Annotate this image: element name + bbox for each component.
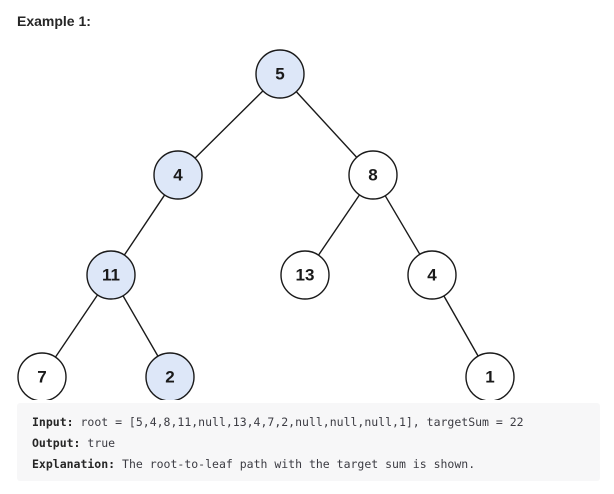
binary-tree-diagram: 5 4 8 11 13 4 7 2 1	[17, 49, 515, 400]
tree-nodes: 5 4 8 11 13 4 7 2 1	[17, 49, 515, 400]
input-label: Input:	[32, 415, 74, 429]
tree-node-circle	[465, 352, 515, 400]
tree-node-n13: 13	[280, 250, 330, 300]
tree-node-circle	[153, 150, 203, 200]
tree-node-n5: 5	[255, 49, 305, 99]
tree-edge-n8-n13	[317, 194, 361, 256]
tree-node-n7: 7	[17, 352, 67, 400]
tree-node-label: 5	[275, 65, 284, 84]
tree-edge-n11-n7	[54, 294, 99, 358]
tree-node-n1: 1	[465, 352, 515, 400]
tree-node-n8: 8	[348, 150, 398, 200]
tree-node-circle	[86, 250, 136, 300]
example-code-block: Input: root = [5,4,8,11,null,13,4,7,2,nu…	[17, 403, 600, 481]
output-value: true	[80, 436, 116, 450]
tree-node-label: 2	[165, 368, 174, 387]
explanation-line: Explanation: The root-to-leaf path with …	[32, 454, 600, 475]
tree-edge-n5-n4a	[194, 90, 264, 159]
output-line: Output: true	[32, 433, 600, 454]
tree-edge-n4b-n1	[443, 295, 479, 357]
tree-node-label: 8	[368, 166, 377, 185]
tree-edge-n11-n2	[122, 295, 159, 357]
tree-node-circle	[407, 250, 457, 300]
tree-node-label: 4	[173, 166, 183, 185]
explanation-value: The root-to-leaf path with the target su…	[115, 457, 476, 471]
tree-node-n11: 11	[86, 250, 136, 300]
tree-node-label: 4	[427, 266, 437, 285]
tree-node-label: 1	[485, 368, 494, 387]
tree-node-n2: 2	[145, 352, 195, 400]
output-label: Output:	[32, 436, 81, 450]
tree-node-n4b: 4	[407, 250, 457, 300]
tree-edges	[54, 90, 479, 358]
tree-node-circle	[145, 352, 195, 400]
tree-edge-n4a-n11	[123, 194, 166, 256]
tree-node-circle	[255, 49, 305, 99]
explanation-label: Explanation:	[32, 457, 116, 471]
input-line: Input: root = [5,4,8,11,null,13,4,7,2,nu…	[32, 412, 600, 433]
tree-node-label: 13	[296, 266, 315, 285]
tree-node-circle	[280, 250, 330, 300]
input-value: root = [5,4,8,11,null,13,4,7,2,null,null…	[73, 415, 524, 429]
tree-node-circle	[17, 352, 67, 400]
tree-edge-n5-n8	[295, 91, 358, 158]
tree-node-n4a: 4	[153, 150, 203, 200]
tree-node-label: 7	[37, 368, 46, 387]
tree-node-label: 11	[102, 266, 120, 285]
tree-node-circle	[348, 150, 398, 200]
example-heading: Example 1:	[17, 13, 91, 29]
tree-edge-n8-n4b	[384, 195, 421, 255]
